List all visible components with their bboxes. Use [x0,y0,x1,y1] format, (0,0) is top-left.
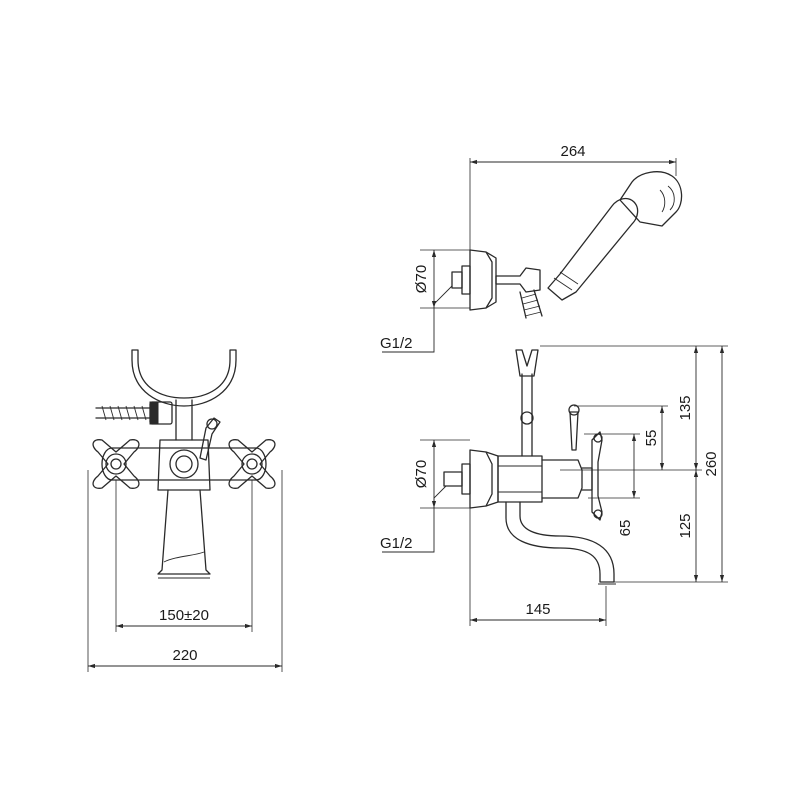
label-shower-flange: Ø70 [413,265,430,293]
leader-side-thread [382,485,447,553]
diverter-lever [199,417,221,461]
label-side-handle: 55 [643,430,660,447]
side-body [497,455,543,503]
hose-connector [95,401,173,425]
side-inlet-pipe [461,463,471,495]
side-riser [521,373,533,457]
side-cross-handle [591,431,603,521]
label-shower-thread: G1/2 [380,335,413,352]
lever-knob [206,418,218,430]
shower-cradle [131,349,237,407]
central-housing [157,439,211,491]
label-side-lower: 125 [677,513,694,538]
center-nut [169,449,199,479]
shower-head [619,171,683,227]
front-view: 150±20 220 [87,349,283,672]
side-wall-flange [469,449,493,509]
label-side-depth: 145 [525,601,550,618]
label-side-upper: 135 [677,395,694,420]
shower-wall-flange [469,249,493,311]
left-cross-handle [92,439,140,489]
shower-handle [547,197,639,301]
label-front-spacing: 150±20 [159,607,209,624]
side-spout [505,501,615,583]
label-side-spout: 65 [617,520,634,537]
side-valve [541,459,583,499]
label-side-thread: G1/2 [380,535,413,552]
label-side-flange: Ø70 [413,460,430,488]
shower-view: 264 Ø70 G1/2 [380,143,683,353]
side-view: 145 260 135 125 55 65 Ø70 G1/2 [380,345,728,626]
side-cradle-top [515,349,539,377]
label-side-total-height: 260 [703,451,720,476]
shower-bracket [495,267,541,293]
leader-shower-thread [382,285,453,353]
front-spout [157,489,211,575]
right-cross-handle [228,439,276,489]
label-shower-length: 264 [560,143,585,160]
cradle-stem [175,399,193,441]
label-front-width: 220 [172,647,197,664]
side-lever [569,411,579,451]
